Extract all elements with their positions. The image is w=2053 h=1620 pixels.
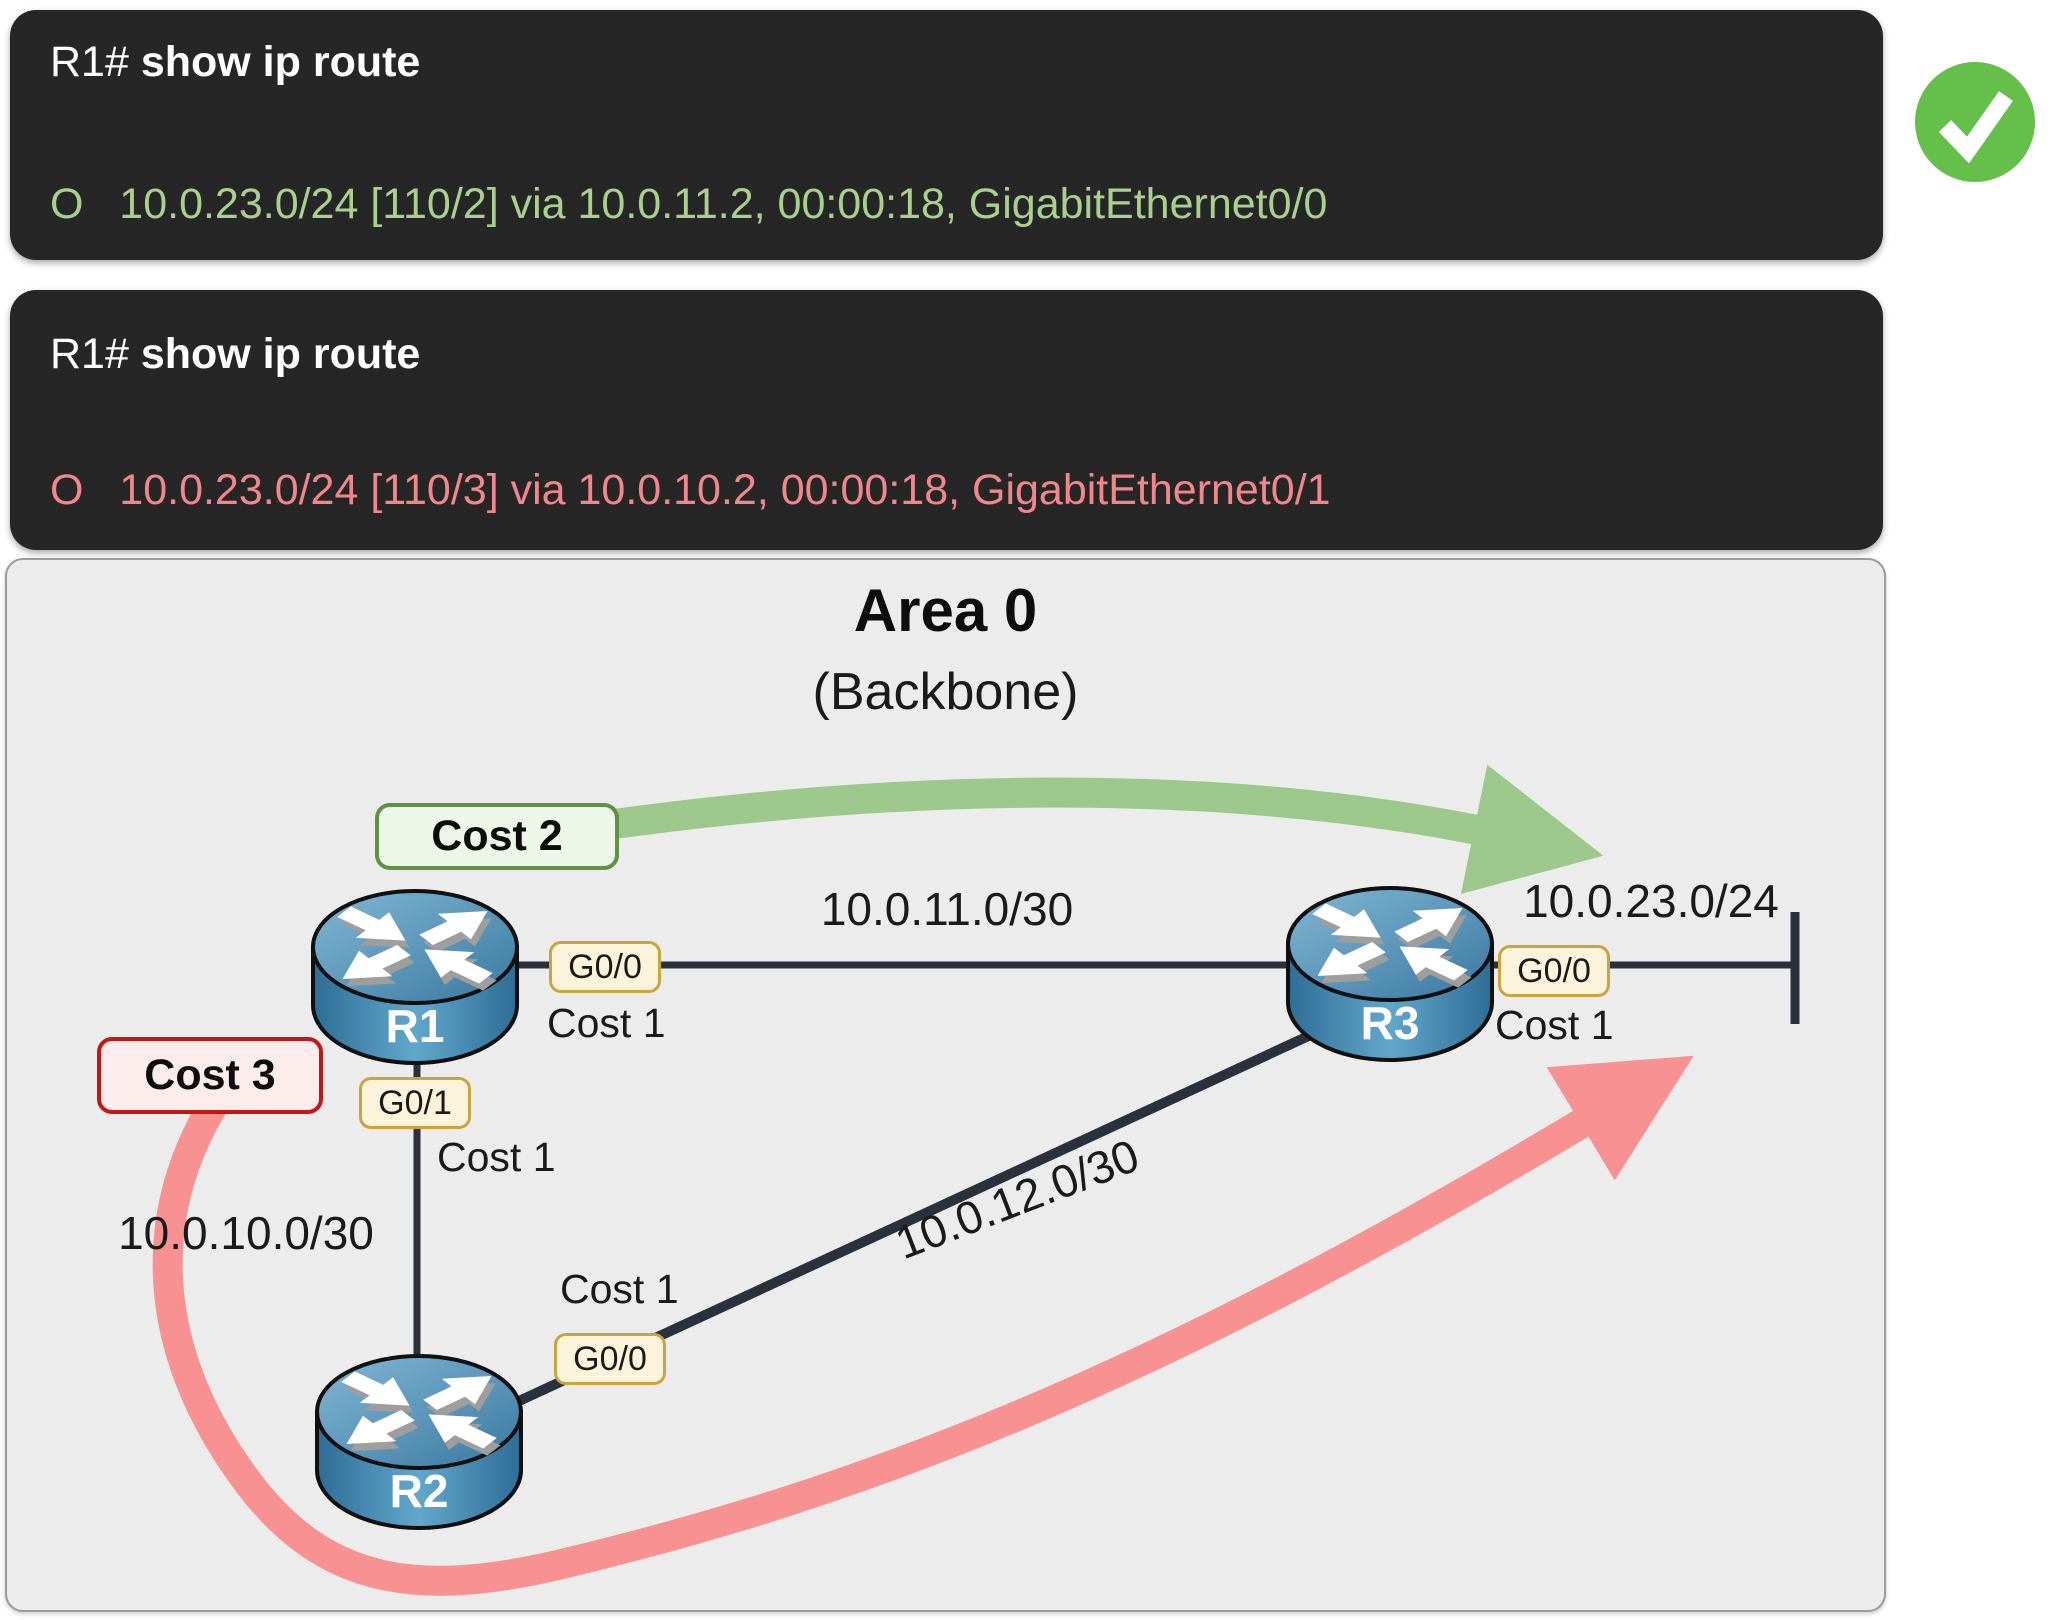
network-label-r1-r3: 10.0.11.0/30 <box>820 883 1074 935</box>
cost-label-r1-g00: Cost 1 <box>547 1000 666 1046</box>
interface-badge-r2-g00: G0/0 <box>554 1333 666 1385</box>
network-label-lan: 10.0.23.0/24 <box>1523 875 1779 927</box>
cli-command: show ip route <box>128 38 421 86</box>
cli-output-alt-route: R1# show ip route O 10.0.23.0/24 [110/3]… <box>10 290 1883 550</box>
router-label: R3 <box>1360 997 1420 1049</box>
interface-badge-r3-g00: G0/0 <box>1498 945 1610 997</box>
interface-badge-r1-g00: G0/0 <box>549 941 661 993</box>
router-label: R1 <box>385 1000 445 1052</box>
cost-label-r3-g00: Cost 1 <box>1495 1002 1614 1048</box>
router-r1: R1 <box>305 885 525 1075</box>
route-entry-alt: O 10.0.23.0/24 [110/3] via 10.0.10.2, 00… <box>50 466 1331 514</box>
cli-output-best-route: R1# show ip route O 10.0.23.0/24 [110/2]… <box>10 10 1883 260</box>
topology-panel: Area 0 (Backbone) Cost 2 Cost 3 R1 R2 R3… <box>5 558 1886 1612</box>
cost-label-r2-g00: Cost 1 <box>560 1266 679 1312</box>
router-r3: R3 <box>1280 882 1500 1072</box>
cli-command-line: R1# show ip route <box>50 38 420 87</box>
cost3-badge: Cost 3 <box>97 1037 323 1114</box>
alt-path-arrow <box>152 1055 1694 1596</box>
cost-label-r1-g01: Cost 1 <box>437 1134 556 1180</box>
area-title: Area 0 <box>853 577 1038 644</box>
network-label-r1-r2: 10.0.10.0/30 <box>118 1207 374 1259</box>
best-path-arrow <box>611 764 1604 895</box>
cost2-badge: Cost 2 <box>375 803 619 870</box>
interface-badge-r1-g01: G0/1 <box>359 1077 471 1129</box>
check-circle-icon <box>1913 60 2037 184</box>
cli-prompt: R1# <box>50 330 129 378</box>
router-label: R2 <box>389 1465 449 1517</box>
router-r2: R2 <box>309 1350 529 1540</box>
route-entry-best: O 10.0.23.0/24 [110/2] via 10.0.11.2, 00… <box>50 180 1328 228</box>
cli-command-line: R1# show ip route <box>50 330 420 379</box>
area-subtitle: (Backbone) <box>812 663 1079 721</box>
cli-command: show ip route <box>128 330 421 378</box>
cli-prompt: R1# <box>50 38 129 86</box>
